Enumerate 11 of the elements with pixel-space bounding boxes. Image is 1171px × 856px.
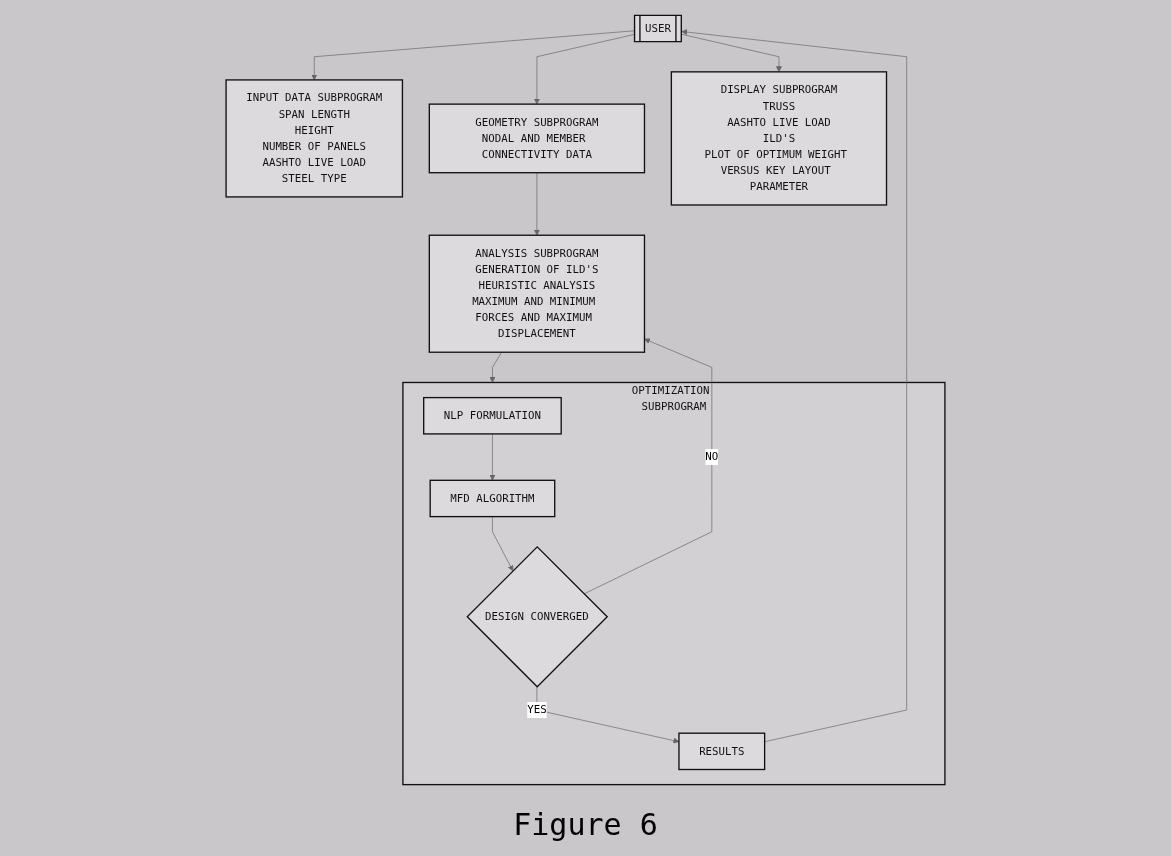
edge-label: NO <box>705 450 719 464</box>
node-box: MFD ALGORITHM <box>429 479 556 518</box>
node-box: DISPLAY SUBPROGRAM TRUSS AASHTO LIVE LOAD ILD'S PLOT OF OPTIMUM WEIGHT VERSUS KEY LAYOUT PARAMETER <box>670 71 888 206</box>
node-box: NLP FORMULATION <box>423 396 562 435</box>
node-box: ANALYSIS SUBPROGRAM GENERATION OF ILD'S HEURISTIC ANALYSIS MAXIMUM AND MINIMUM FORCES AND MAXIMUM DISPLACEMENT <box>428 234 646 353</box>
node-diamond: DESIGN CONVERGED <box>466 545 609 688</box>
figure-caption: Figure 6 <box>512 807 659 842</box>
node-box: INPUT DATA SUBPROGRAM SPAN LENGTH HEIGHT NUMBER OF PANELS AASHTO LIVE LOAD STEEL TYPE <box>225 79 404 198</box>
node-box: GEOMETRY SUBPROGRAM NODAL AND MEMBER CONNECTIVITY DATA <box>428 103 646 174</box>
node-box: RESULTS <box>678 732 766 771</box>
edge-label: YES <box>527 703 547 717</box>
